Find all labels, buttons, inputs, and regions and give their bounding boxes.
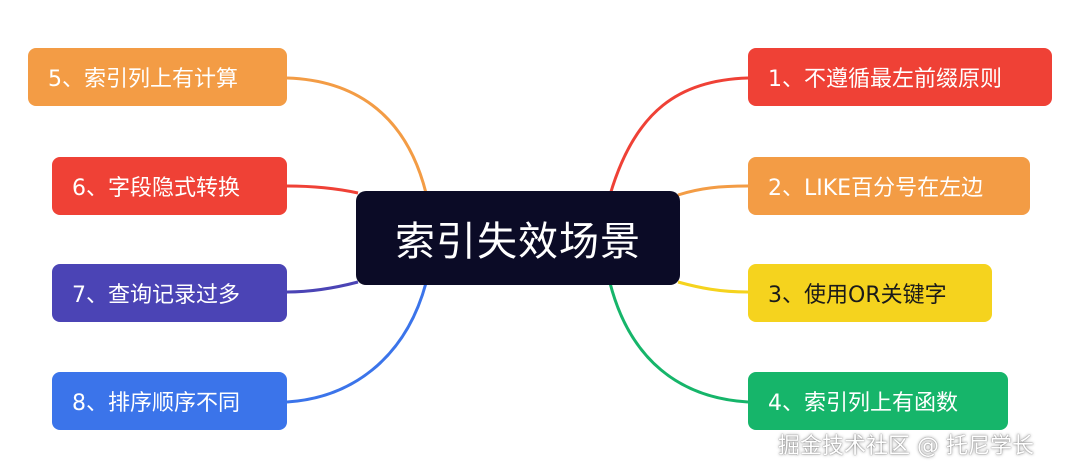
branch-6: 6、字段隐式转换 <box>52 157 287 215</box>
branch-8: 8、排序顺序不同 <box>52 372 287 430</box>
branch-5: 5、索引列上有计算 <box>28 48 287 106</box>
branch-2: 2、LIKE百分号在左边 <box>748 157 1030 215</box>
connector-6 <box>286 184 359 195</box>
branch-3: 3、使用OR关键字 <box>748 264 992 322</box>
connector-3 <box>677 280 749 294</box>
connector-4 <box>608 282 749 404</box>
branch-4: 4、索引列上有函数 <box>748 372 1008 430</box>
connector-7 <box>286 280 359 294</box>
branch-1: 1、不遵循最左前缀原则 <box>748 48 1052 106</box>
branch-7: 7、查询记录过多 <box>52 264 287 322</box>
connector-8 <box>286 282 428 404</box>
connector-1 <box>608 76 749 196</box>
connector-5 <box>286 76 428 194</box>
connector-2 <box>677 184 749 197</box>
watermark-text: 掘金技术社区 @ 托尼学长 <box>778 434 1034 459</box>
center-topic: 索引失效场景 <box>356 191 680 285</box>
